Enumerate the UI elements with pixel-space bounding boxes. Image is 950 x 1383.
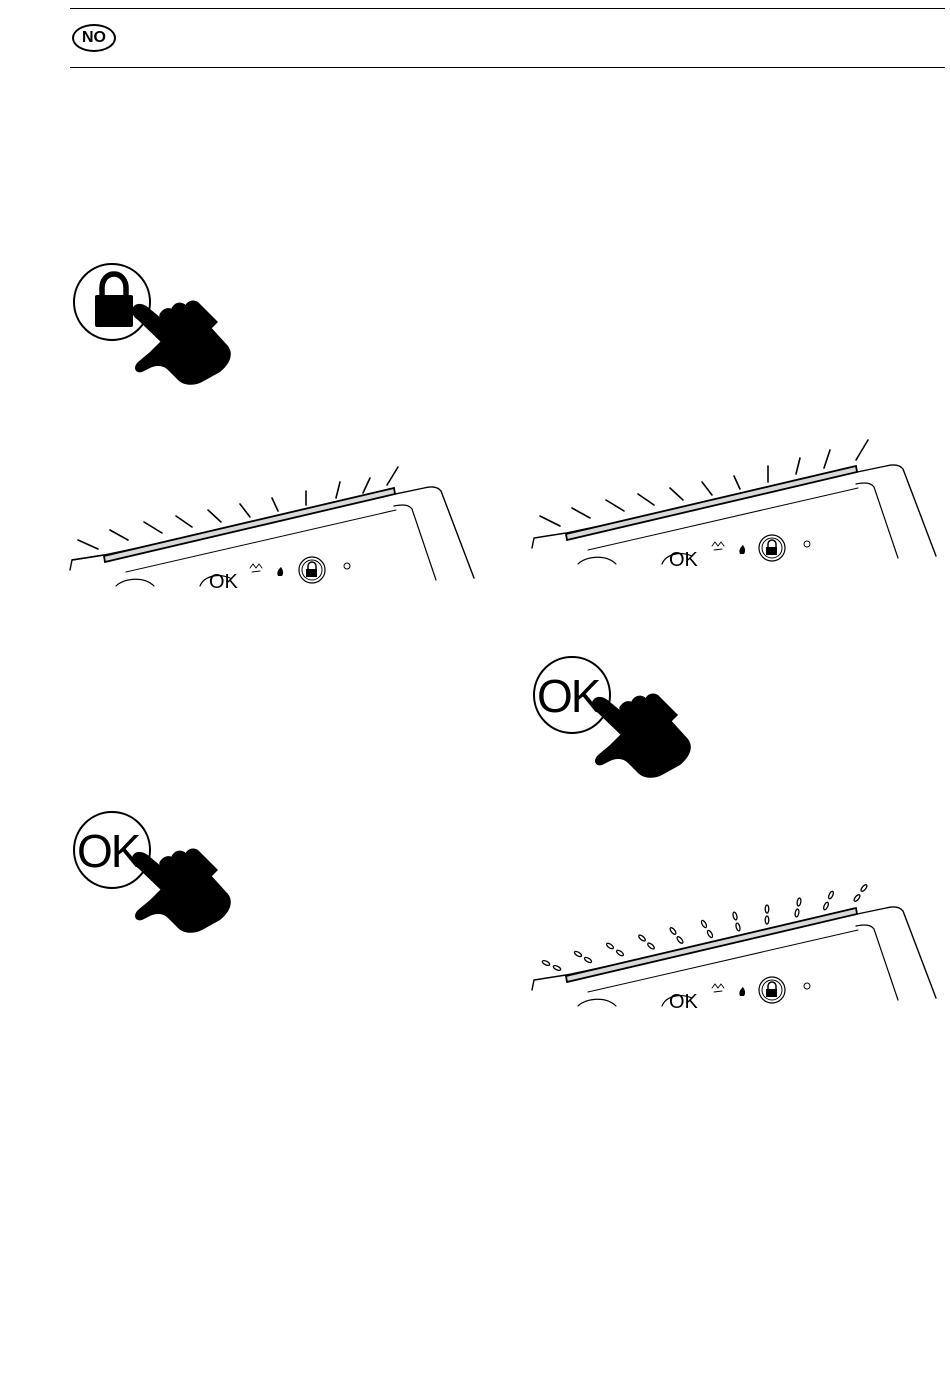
language-code: NO	[82, 30, 106, 46]
ok-button-label: OK	[537, 670, 602, 722]
light-rays-steady	[78, 467, 398, 549]
light-rays-blinking	[542, 884, 868, 972]
hand-pointer-icon	[132, 300, 231, 384]
ok-button-label: OK	[77, 825, 142, 877]
header-top-rule	[70, 8, 945, 9]
header-bottom-rule	[70, 67, 945, 68]
svg-text:OK: OK	[669, 991, 699, 1013]
press-ok-right-figure: OK	[530, 655, 700, 780]
press-lock-figure	[70, 262, 240, 387]
hand-pointer-icon	[592, 693, 691, 777]
light-rays-on	[540, 440, 868, 526]
language-badge: NO	[72, 24, 116, 52]
panel-light-on-figure: OK	[526, 438, 946, 568]
panel-light-blinking-figure: OK	[526, 880, 946, 1010]
svg-text:OK: OK	[209, 571, 239, 593]
press-ok-left-figure: OK	[70, 810, 240, 935]
svg-text:OK: OK	[669, 549, 699, 571]
hand-pointer-icon	[132, 848, 231, 932]
panel-light-steady-figure: OK	[64, 460, 484, 590]
